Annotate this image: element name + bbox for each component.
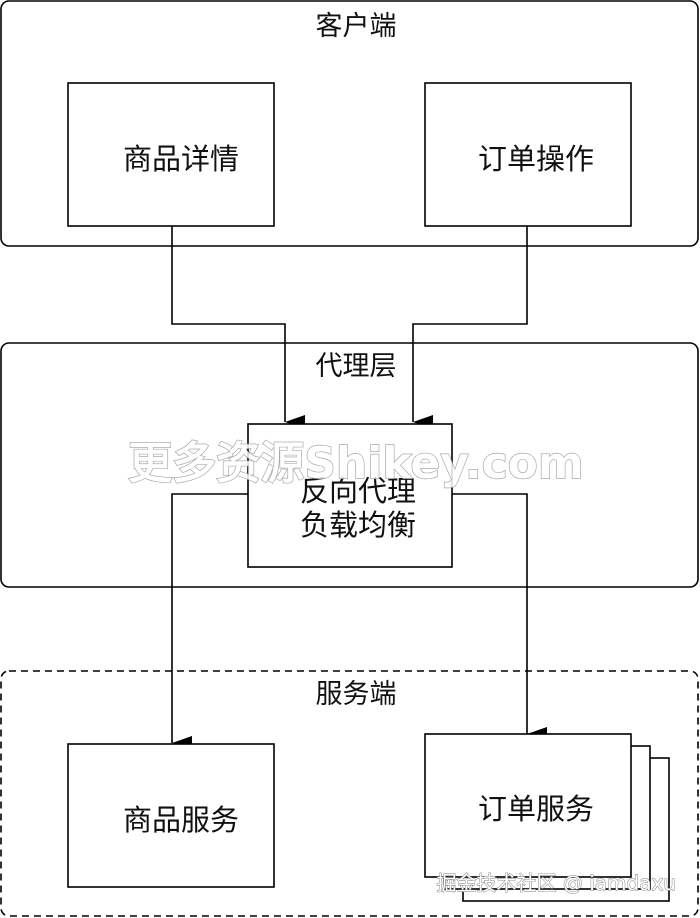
reverse-proxy-label-line1: 反向代理 [300,474,416,508]
order-operation-box [424,82,632,227]
connector-product-detail-to-proxy [171,226,305,429]
product-service-label: 商品服务 [123,803,239,837]
proxy-group-title: 代理层 [316,351,397,382]
client-group-title: 客户端 [316,11,397,42]
connector-proxy-to-order-service [452,493,547,741]
server-group: 服务端 [0,670,699,917]
order-service-node-stack: 订单服务 [424,733,670,902]
connector-order-operation-to-proxy [412,226,528,429]
product-detail-box [67,82,275,227]
order-operation-node: 订单操作 [424,82,632,227]
connector-proxy-to-product-service [171,493,248,750]
connectors [171,226,547,750]
proxy-group-frame [0,342,699,588]
reverse-proxy-box [247,423,453,568]
product-detail-label: 商品详情 [123,142,239,176]
client-group: 客户端 [0,0,699,247]
watermark-main: 更多资源Shikey.com [128,438,584,489]
proxy-group: 代理层 [0,342,699,588]
client-group-frame [0,0,699,247]
product-service-node: 商品服务 [67,743,275,888]
product-service-box [67,743,275,888]
order-service-label: 订单服务 [478,792,594,826]
order-operation-label: 订单操作 [478,142,594,176]
order-service-box [424,733,632,878]
server-group-title: 服务端 [316,679,397,710]
reverse-proxy-node: 反向代理 负载均衡 [247,423,453,568]
watermark-corner: 掘金技术社区 @ iamdaxu [437,871,676,895]
server-group-frame [0,670,699,917]
product-detail-node: 商品详情 [67,82,275,227]
reverse-proxy-label-line2: 负载均衡 [300,508,416,542]
